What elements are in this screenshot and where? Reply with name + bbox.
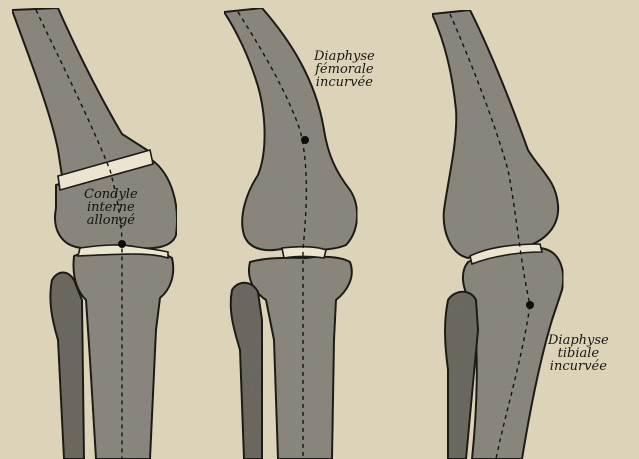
condyle-label: Condyle interne allongé [84, 188, 138, 227]
femur-right [432, 10, 558, 258]
fibula-middle [231, 283, 262, 459]
fibula-left [50, 273, 84, 459]
tibia-middle [249, 257, 352, 459]
tibia-left [74, 251, 174, 459]
marker-middle [301, 136, 309, 144]
femoral-diaphysis-label-line-3: incurvée [314, 76, 375, 89]
femur-left-shaft [12, 8, 150, 176]
marker-right [526, 301, 534, 309]
femur-middle [224, 8, 357, 250]
fibula-right [445, 292, 478, 459]
cartilage-middle [282, 247, 326, 258]
knee-left [12, 8, 177, 459]
femoral-diaphysis-label: Diaphyse fémorale incurvée [314, 50, 375, 89]
tibial-diaphysis-label: Diaphyse tibiale incurvée [548, 334, 609, 373]
tibial-diaphysis-label-line-3: incurvée [548, 360, 609, 373]
condyle-label-line-3: allongé [84, 214, 138, 227]
marker-left [118, 240, 126, 248]
knee-right [432, 10, 563, 459]
